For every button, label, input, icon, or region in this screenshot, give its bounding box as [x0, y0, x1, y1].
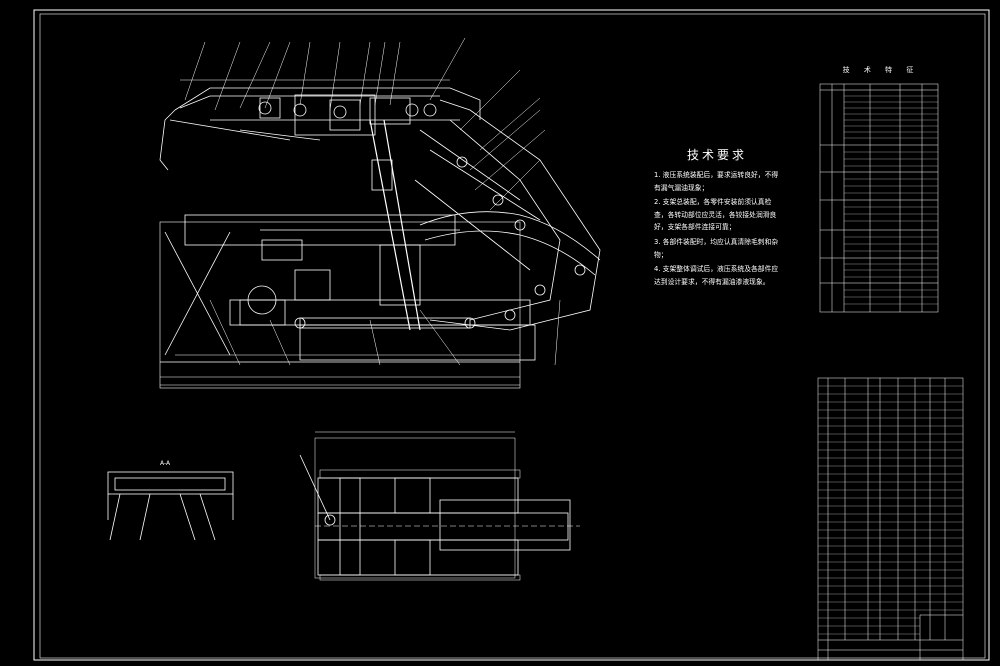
leader-lines-top — [160, 37, 561, 386]
feature-table — [819, 83, 939, 313]
feature-table-title: 技 术 特 征 — [842, 66, 920, 74]
section-aa-label: A-A — [160, 460, 171, 467]
requirement-item-1: 1. 液压系统装配后，要求运转良好，不得有漏气漏油现象； — [654, 171, 779, 192]
parts-list-rows — [818, 385, 963, 635]
technical-requirements: 技术要求 1. 液压系统装配后，要求运转良好，不得有漏气漏油现象； 2. 支架总… — [654, 146, 780, 290]
technical-requirements-title: 技术要求 — [686, 148, 747, 162]
parts-list-table — [817, 377, 964, 661]
main-elevation-view — [159, 87, 601, 389]
feature-table-rows — [844, 95, 938, 305]
requirement-item-3: 3. 各部件装配时，均应认真清除毛刺和杂物； — [654, 237, 779, 259]
section-aa-view — [107, 471, 234, 541]
requirement-item-2: 2. 支架总装配，各零件安装前须认真检查，各转动部位应灵活，各铰接处润滑良好，支… — [654, 198, 777, 232]
plan-view — [299, 431, 580, 581]
requirement-item-4: 4. 支架整体调试后，液压系统及各部件应达到设计要求，不得有漏油渗液现象。 — [654, 265, 779, 286]
outer-frame — [33, 9, 990, 661]
inner-frame — [39, 13, 986, 659]
